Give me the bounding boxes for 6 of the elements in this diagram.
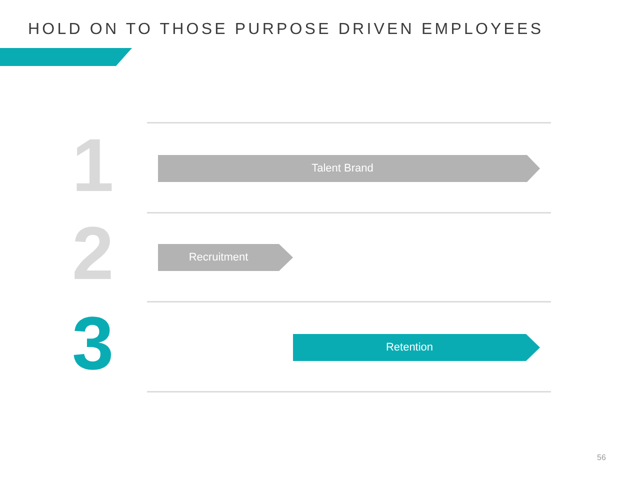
slide-title: HOLD ON TO THOSE PURPOSE DRIVEN EMPLOYEES <box>28 21 544 39</box>
banner-label: Recruitment <box>188 251 248 264</box>
banner-label: Retention <box>386 341 434 354</box>
page-number: 56 <box>597 454 606 462</box>
banner-label: Talent Brand <box>312 162 374 175</box>
step-number: 3 <box>72 306 114 381</box>
